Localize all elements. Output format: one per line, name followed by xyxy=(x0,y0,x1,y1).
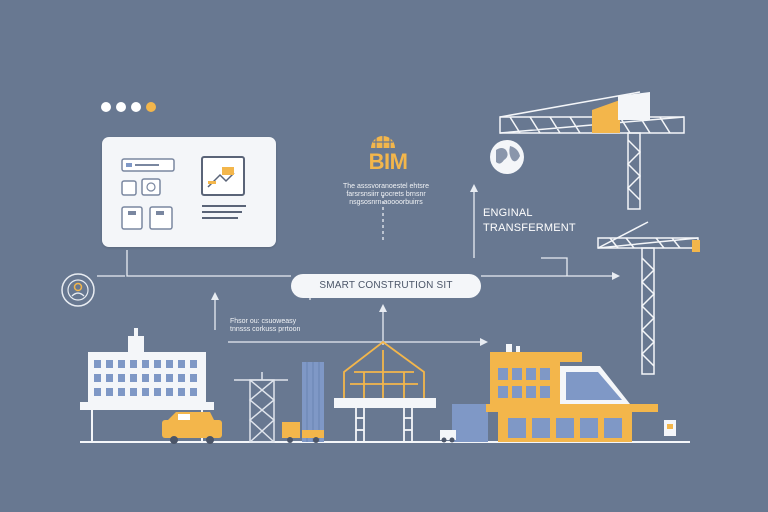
center-pill-label: SMART CONSTRUTION SIT xyxy=(291,274,481,298)
connector-arrows xyxy=(211,184,620,346)
house-platform xyxy=(334,398,436,408)
scaffold-crane xyxy=(234,372,288,443)
office-building xyxy=(80,328,214,442)
side-label: ENGINAL TRANSFERMENT xyxy=(483,207,576,234)
status-dot xyxy=(101,102,111,112)
globe-icon xyxy=(371,134,395,148)
bim-title: BIM xyxy=(368,149,408,174)
tower-crane-medium xyxy=(597,221,699,375)
delivery-van xyxy=(162,412,222,444)
status-dots xyxy=(101,102,156,112)
connector-lines xyxy=(97,188,612,345)
left-note: Fhsor ou: csuoweasy tnnsss corkuss prrto… xyxy=(230,318,301,333)
status-dot xyxy=(131,102,141,112)
tower-crane-large xyxy=(499,91,685,210)
sign-post xyxy=(664,420,676,436)
house-frame xyxy=(343,340,425,400)
panel-content-graphic xyxy=(121,156,246,230)
status-dot-accent xyxy=(146,102,156,112)
compact-loader xyxy=(440,430,456,443)
globe-icon xyxy=(490,140,524,174)
status-dot xyxy=(116,102,126,112)
dashboard-panel xyxy=(102,137,276,247)
modern-building xyxy=(486,344,658,442)
bim-description: The asssvoranoestel ehtsre farsrsnsiirr … xyxy=(343,183,429,206)
blue-block xyxy=(452,404,488,442)
user-icon xyxy=(61,273,95,307)
house-ladder xyxy=(355,408,413,442)
truck xyxy=(282,422,324,443)
